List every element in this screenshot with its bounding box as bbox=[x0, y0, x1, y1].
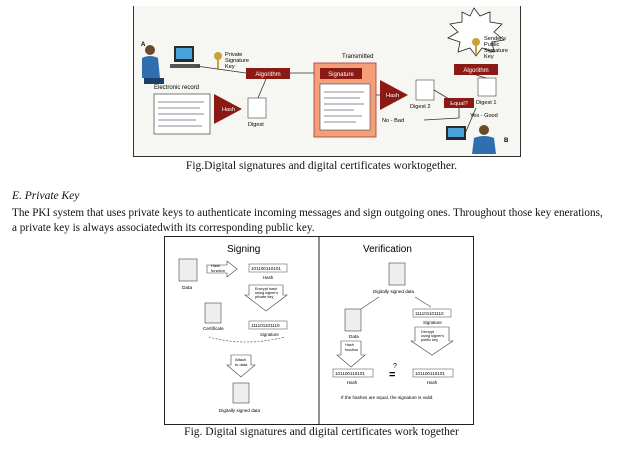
person-b-icon bbox=[446, 125, 496, 154]
hash-triangle-right bbox=[380, 80, 408, 110]
figure-2-caption: Fig. Digital signatures and digital cert… bbox=[184, 426, 459, 438]
certificate-label: Certificate bbox=[203, 326, 224, 331]
hash-binary-left: 101100110101 bbox=[251, 266, 281, 271]
signed-doc-left bbox=[232, 382, 250, 404]
hash-binary-r2: 101100110101 bbox=[415, 371, 445, 376]
hash-fn-right-2: function bbox=[345, 348, 358, 352]
hash-binary-left-box bbox=[248, 263, 288, 273]
private-key-line3: Key bbox=[225, 64, 235, 70]
digest2-doc bbox=[415, 79, 435, 101]
verification-split-lines bbox=[360, 296, 432, 310]
certificate-icon bbox=[204, 302, 222, 324]
digest2-label: Digest 2 bbox=[410, 104, 431, 110]
starburst-shape bbox=[447, 7, 505, 57]
decrypt-line-3: public key bbox=[421, 338, 438, 342]
sig-binary-right: 111101101110 bbox=[415, 311, 444, 316]
yes-good-label: Yes - Good bbox=[470, 113, 498, 119]
section-heading: E. Private Key bbox=[12, 190, 80, 202]
data-left-label: Data bbox=[182, 285, 192, 291]
equals-sign: = bbox=[389, 369, 395, 381]
signature-left-label: Signature bbox=[260, 332, 279, 337]
figure-1-diagram: A Private Signature Key Sender's Public … bbox=[133, 6, 521, 157]
sender-key-line1: Sender's bbox=[484, 36, 506, 42]
data-right-label: Data bbox=[349, 334, 359, 339]
algorithm-left-label: Algorithm bbox=[255, 72, 280, 78]
digest1-doc bbox=[477, 77, 497, 97]
encrypt-line-1: Encrypt hash bbox=[255, 287, 277, 291]
question-mark: ? bbox=[393, 363, 397, 370]
paragraph-line-1: The PKI system that uses private keys to… bbox=[12, 207, 603, 219]
data-doc-right bbox=[344, 308, 362, 332]
no-bad-label: No - Bad bbox=[382, 118, 404, 124]
hash-left-label: Hash bbox=[222, 107, 235, 113]
hash-fn-left-1: Hash bbox=[211, 263, 220, 268]
sender-key-line3: Signature bbox=[484, 48, 508, 54]
private-key-icon bbox=[214, 52, 222, 69]
sig-binary-left: 111101101110 bbox=[251, 323, 280, 328]
hash-fn-left-2: function bbox=[211, 268, 225, 273]
signing-title: Signing bbox=[227, 244, 260, 255]
certificate-dashed-line bbox=[208, 336, 286, 343]
verification-note: If the hashes are equal, the signature i… bbox=[341, 395, 433, 400]
attach-line-2: to data bbox=[235, 362, 248, 367]
decrypt-arrow bbox=[410, 326, 454, 356]
signature-right-label: Signature bbox=[423, 320, 442, 325]
signed-data-left-label: Digitally signed data bbox=[219, 408, 261, 413]
hash-fn-right-1: Hash bbox=[345, 343, 354, 347]
electronic-record-label: Electronic record bbox=[154, 85, 199, 91]
person-a-icon bbox=[142, 45, 200, 84]
signature-box bbox=[320, 68, 362, 79]
label-b: B bbox=[504, 138, 509, 144]
transmitted-document bbox=[319, 83, 371, 131]
digest-doc bbox=[247, 97, 267, 119]
sig-binary-left-box bbox=[248, 320, 288, 330]
decrypt-line-1: Decrypt bbox=[421, 330, 435, 334]
transmitted-label: Transmitted bbox=[342, 54, 373, 60]
encrypt-arrow bbox=[244, 284, 288, 312]
figure-1-caption: Fig.Digital signatures and digital certi… bbox=[185, 160, 458, 172]
digest1-label: Digest 1 bbox=[476, 100, 497, 106]
algorithm-box-right bbox=[454, 64, 498, 75]
equal-box bbox=[444, 98, 474, 108]
sig-binary-right-box bbox=[412, 308, 452, 318]
hash-right-label: Hash bbox=[386, 93, 399, 99]
hash-triangle-left bbox=[214, 94, 242, 124]
hash-function-arrow-right bbox=[336, 340, 366, 368]
paragraph-line-2: a private key is always associatedwith i… bbox=[12, 221, 315, 234]
label-a: A bbox=[141, 42, 146, 48]
hash-label-left: Hash bbox=[263, 275, 274, 280]
verification-title: Verification bbox=[363, 244, 412, 255]
attach-arrow bbox=[226, 354, 256, 378]
hash-function-arrow-left bbox=[206, 260, 238, 278]
equal-label: Equal? bbox=[450, 101, 467, 107]
hash-binary-r2-box bbox=[412, 368, 454, 378]
hash-r1-label: Hash bbox=[347, 380, 358, 385]
sender-key-line2: Public bbox=[484, 42, 499, 48]
private-key-line1: Private bbox=[225, 52, 242, 58]
decrypt-line-2: using signer's bbox=[421, 334, 444, 338]
hash-binary-r1: 101100110101 bbox=[335, 371, 365, 376]
encrypt-line-2: using signer's bbox=[255, 291, 278, 295]
connector-lines bbox=[195, 65, 487, 137]
figure-2-diagram: Signing Verification Data Hash function … bbox=[164, 236, 474, 425]
algorithm-right-label: Algorithm bbox=[463, 68, 488, 74]
signed-data-top-label: Digitally signed data bbox=[373, 289, 415, 294]
sender-key-line4: Key bbox=[484, 54, 494, 60]
hash-r2-label: Hash bbox=[427, 380, 438, 385]
signed-doc-top bbox=[388, 262, 406, 286]
attach-line-1: Attach bbox=[235, 357, 246, 362]
data-doc-left bbox=[178, 258, 198, 282]
algorithm-box-left bbox=[246, 68, 290, 79]
signature-label: Signature bbox=[328, 72, 354, 78]
sender-key-icon bbox=[472, 38, 480, 55]
encrypt-line-3: private key bbox=[255, 295, 273, 299]
private-key-line2: Signature bbox=[225, 58, 249, 64]
figure-2-svg: Signing Verification Data Hash function … bbox=[178, 237, 454, 424]
hash-binary-r1-box bbox=[332, 368, 374, 378]
figure-1-svg: A Private Signature Key Sender's Public … bbox=[141, 7, 509, 154]
digest-label: Digest bbox=[248, 122, 264, 128]
section-paragraph: The PKI system that uses private keys to… bbox=[12, 206, 637, 235]
